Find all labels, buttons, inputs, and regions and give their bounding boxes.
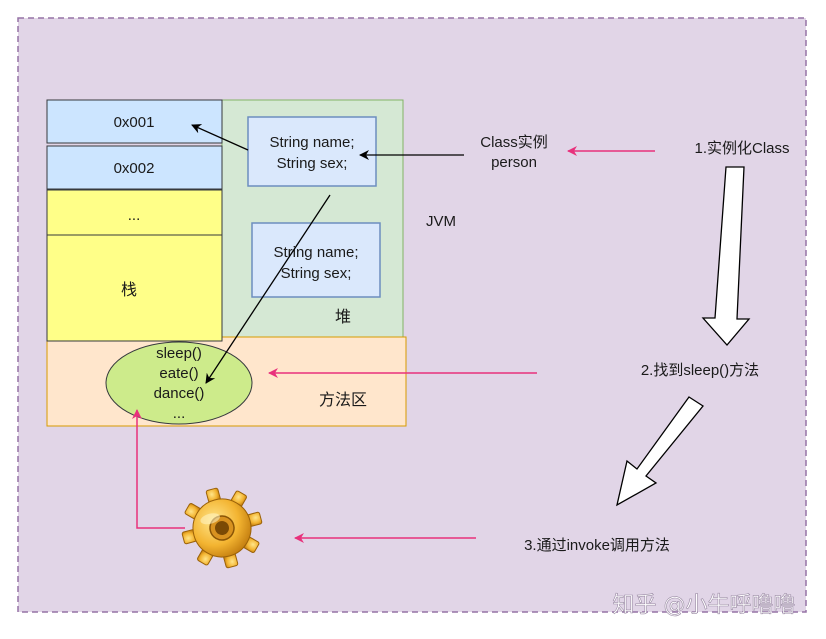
gear-icon (181, 487, 263, 569)
jvm-label: JVM (426, 213, 456, 230)
step-2-label: 2.找到sleep()方法 (641, 362, 759, 379)
class-instance-line-2: person (491, 154, 537, 171)
heap-object-2-line-2: String sex; (281, 265, 352, 282)
method-eate: eate() (159, 365, 198, 382)
heap-object-2 (251, 222, 381, 298)
heap-object-1-line-2: String sex; (277, 155, 348, 172)
watermark: 知乎 @小牛呼噜噜 (613, 593, 796, 618)
heap-object-1 (247, 116, 377, 187)
stack-cell-0x002-label: 0x002 (114, 160, 155, 177)
arrow-gear-to-method (132, 409, 185, 529)
stack-label: 栈 (121, 281, 137, 299)
stack-cell-main (46, 234, 223, 342)
stack-cell-0x001-label: 0x001 (114, 114, 155, 131)
step-1-label: 1.实例化Class (694, 140, 789, 157)
method-ellipsis: ... (173, 405, 186, 422)
heap-object-1-line-1: String name; (269, 134, 354, 151)
arrow-heap-to-method (205, 194, 331, 384)
stack-cell-ellipsis (46, 189, 223, 236)
arrow-heap-to-stack (191, 124, 249, 151)
stack-cell-0x002 (46, 145, 223, 190)
methods-ellipse (105, 341, 253, 425)
block-arrow-step1-to-step2 (701, 166, 751, 346)
class-instance-line-1: Class实例 (480, 134, 548, 151)
heap-object-2-line-1: String name; (273, 244, 358, 261)
step-3-label: 3.通过invoke调用方法 (524, 537, 670, 554)
heap-label: 堆 (335, 308, 351, 326)
method-area-label: 方法区 (319, 391, 367, 409)
stack-cell-0x001 (46, 99, 223, 144)
method-sleep: sleep() (156, 345, 202, 362)
method-dance: dance() (154, 385, 205, 402)
block-arrow-step2-to-step3 (616, 396, 704, 507)
stack-cell-ellipsis-label: ... (128, 207, 141, 224)
